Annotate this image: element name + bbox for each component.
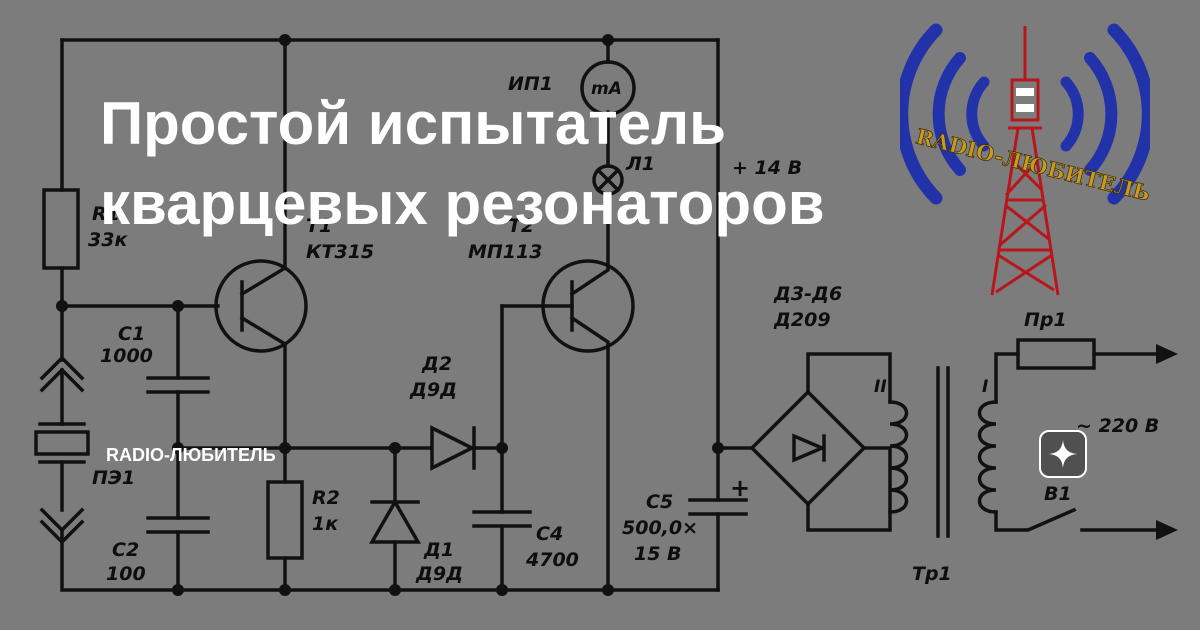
r1-value: 33к [88,229,128,251]
winding-secondary-label: II [874,377,887,397]
c1-value: 1000 [100,345,153,367]
t2-name: Т2 [508,215,534,237]
crystal-label: ПЭ1 [92,467,135,489]
r1-name: R1 [92,203,120,225]
c1-name: С1 [118,323,145,345]
fuse-label: Пр1 [1024,309,1067,331]
winding-primary-label: I [982,377,988,397]
lamp-label: Л1 [625,153,655,175]
supply-label: + 14 В [732,157,802,179]
switch-label: В1 [1044,483,1072,505]
mains-label: ~ 220 В [1076,415,1159,437]
d1-name: Д1 [423,539,454,561]
radio-lyubitel-logo: RADIO-ЛЮБИТЕЛЬ [900,23,1150,296]
bridge-type: Д209 [773,309,831,331]
r2-value: 1к [312,513,339,535]
article-title: Простой испытатель кварцевых резонаторов [100,84,980,244]
r2-name: R2 [312,487,340,509]
c4-name: С4 [536,523,563,545]
c2-name: С2 [112,539,139,561]
t1-name: Т1 [306,215,332,237]
meter-unit: mA [591,79,622,99]
c4-value: 4700 [525,549,579,571]
title-line-2: кварцевых резонаторов [100,170,825,237]
t2-type: МП113 [468,241,542,263]
transformer-label: Тр1 [912,563,952,585]
c2-value: 100 [106,563,146,585]
d1-type: Д9Д [415,563,463,585]
c5-voltage: 15 В [634,543,682,565]
c5-plus: + [730,474,750,502]
c5-value: 500,0× [622,517,698,539]
d2-name: Д2 [421,353,452,375]
bridge-name: Д3-Д6 [773,283,842,305]
sparkle-icon [1049,440,1077,468]
t1-type: КТ315 [306,241,374,263]
d2-type: Д9Д [409,379,457,401]
title-line-1: Простой испытатель [100,90,727,157]
zen-button[interactable] [1039,430,1087,478]
c5-name: С5 [646,491,673,513]
channel-name[interactable]: RADIO-ЛЮБИТЕЛЬ [106,445,276,465]
meter-name: ИП1 [508,73,553,95]
